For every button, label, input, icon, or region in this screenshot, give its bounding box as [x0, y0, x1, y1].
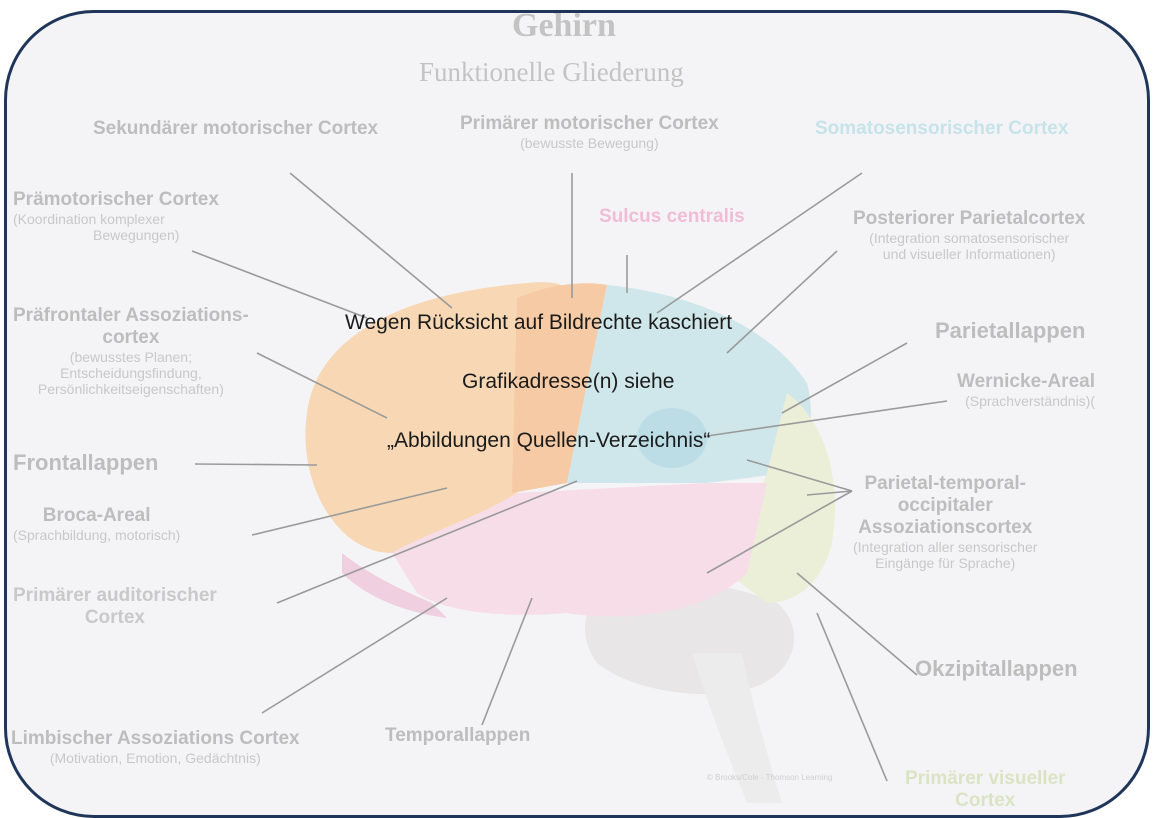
notice-line-2: Grafikadresse(n) siehe — [462, 370, 675, 393]
label-prefrontal-sub3: Persönlichkeitseigenschaften) — [37, 381, 224, 397]
image-credit: © Brooks/Cole - Thomson Learning — [707, 773, 833, 782]
label-wernicke-sub: (Sprachverständnis)( — [965, 393, 1095, 409]
diagram-title: Gehirn — [512, 10, 616, 44]
label-broca-area: Broca-Areal (Sprachbildung, motorisch) — [13, 505, 180, 543]
label-primary-motor-cortex-title: Primärer motorischer Cortex — [460, 113, 719, 134]
label-prefrontal-title1: Präfrontaler Assoziations- — [13, 305, 249, 326]
label-broca-sub: (Sprachbildung, motorisch) — [13, 527, 181, 543]
label-secondary-motor-cortex: Sekundärer motorischer Cortex — [93, 118, 379, 139]
label-limbic-association-cortex: Limbischer Assoziations Cortex (Motivati… — [11, 728, 300, 766]
label-temporal-lobe: Temporallappen — [385, 725, 531, 746]
label-prefrontal-cortex: Präfrontaler Assoziations- cortex (bewus… — [13, 305, 249, 397]
notice-line-3: „Abbildungen Quellen-Verzeichnis“ — [387, 429, 711, 452]
label-limbic-sub: (Motivation, Emotion, Gedächtnis) — [49, 750, 261, 766]
brainstem — [692, 653, 782, 803]
label-prefrontal-sub1: (bewusstes Planen; — [69, 349, 192, 365]
label-premotor-cortex-title: Prämotorischer Cortex — [13, 189, 219, 210]
label-visual-title1: Primärer visueller — [905, 768, 1066, 789]
label-somatosensory-cortex: Somatosensorischer Cortex — [815, 118, 1069, 139]
diagram-subtitle: Funktionelle Gliederung — [419, 57, 684, 87]
label-occipital-lobe: Okzipitallappen — [915, 656, 1078, 681]
brain-illustration — [191, 172, 948, 803]
label-limbic-title: Limbischer Assoziations Cortex — [11, 728, 300, 749]
frontal-lobe — [305, 282, 567, 553]
label-premotor-cortex-sub1: (Koordination komplexer — [13, 211, 165, 227]
motor-cortex — [512, 283, 607, 493]
label-posterior-parietal-title: Posteriorer Parietalcortex — [853, 208, 1086, 229]
label-prefrontal-title2: cortex — [102, 327, 160, 348]
label-pto-title2: occipitaler — [897, 495, 993, 516]
label-auditory-title2: Cortex — [84, 607, 145, 628]
diagram-frame: Gehirn Funktionelle Gliederung Sekundäre… — [4, 10, 1150, 818]
label-auditory-title1: Primärer auditorischer — [13, 585, 217, 606]
label-primary-motor-cortex: Primärer motorischer Cortex (bewusste Be… — [460, 113, 719, 151]
label-pto-sub2: Eingänge für Sprache) — [875, 555, 1016, 571]
label-premotor-cortex: Prämotorischer Cortex (Koordination komp… — [13, 189, 219, 243]
label-premotor-cortex-sub2: Bewegungen) — [93, 227, 180, 243]
parietal-lobe — [567, 285, 811, 483]
limbic-region — [342, 553, 447, 618]
label-prefrontal-sub2: Entscheidungsfindung, — [60, 365, 202, 381]
label-primary-motor-cortex-sub: (bewusste Bewegung) — [520, 135, 659, 151]
label-frontal-lobe: Frontallappen — [13, 450, 159, 475]
temporal-lobe — [392, 483, 767, 617]
label-primary-auditory-cortex: Primärer auditorischer Cortex — [13, 585, 217, 629]
occipital-lobe — [727, 393, 835, 603]
label-pto-title1: Parietal-temporal- — [864, 473, 1026, 494]
label-pto-title3: Assoziationscortex — [858, 517, 1033, 538]
label-posterior-parietal-sub2: und visueller Informationen) — [882, 246, 1056, 262]
label-visual-title2: Cortex — [955, 790, 1016, 811]
label-posterior-parietal-sub1: (Integration somatosensorischer — [869, 230, 1070, 246]
label-posterior-parietal-cortex: Posteriorer Parietalcortex (Integration … — [853, 208, 1085, 262]
label-pto-sub1: (Integration aller sensorischer — [853, 539, 1038, 555]
label-pto-association-cortex: Parietal-temporal- occipitaler Assoziati… — [853, 473, 1037, 571]
label-broca-title: Broca-Areal — [42, 505, 151, 526]
wernicke-spot — [637, 408, 707, 468]
notice-line-1: Wegen Rücksicht auf Bildrechte kaschiert — [345, 311, 733, 334]
label-primary-visual-cortex: Primärer visueller Cortex — [905, 768, 1066, 812]
label-sulcus-centralis: Sulcus centralis — [599, 206, 745, 227]
label-wernicke-title: Wernicke-Areal — [957, 371, 1095, 392]
label-parietal-lobe: Parietallappen — [935, 318, 1086, 343]
label-wernicke-area: Wernicke-Areal (Sprachverständnis)( — [957, 371, 1095, 409]
